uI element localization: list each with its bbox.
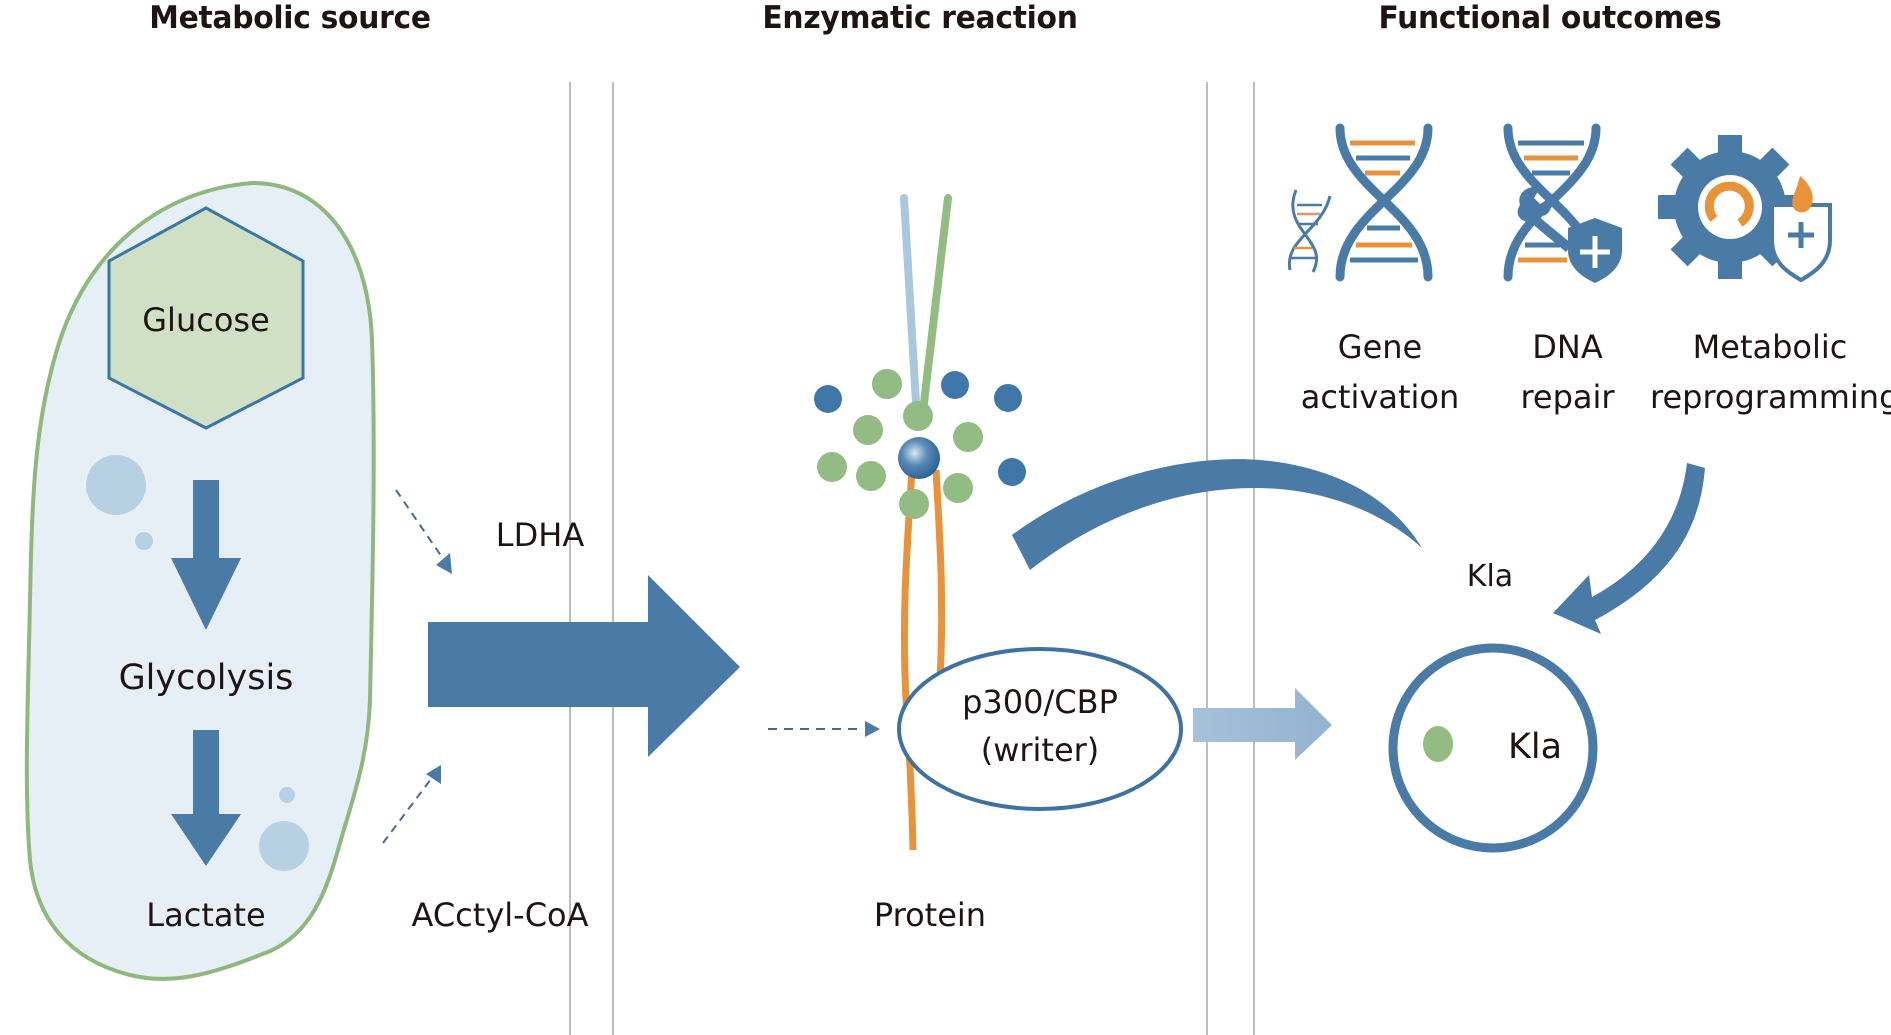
outcome-label-line1: Metabolic <box>1692 328 1848 366</box>
lactate-label: Lactate <box>146 896 266 934</box>
protein-strand <box>900 469 917 851</box>
kla-node-circle <box>1388 643 1598 853</box>
outcome-metabolic-reprogramming: Metabolic reprogramming <box>1650 322 1891 422</box>
outcome-label-line1: Gene <box>1337 328 1423 366</box>
main-flow-arrow <box>428 575 740 757</box>
column-title-enzymatic-reaction: Enzymatic reaction <box>762 0 1078 36</box>
gear-shield-icon <box>1658 135 1832 283</box>
outcome-label-line2: activation <box>1300 378 1460 416</box>
outcome-label-line1: DNA <box>1532 328 1603 366</box>
blue-dot <box>941 371 969 399</box>
kla-node-label: Kla <box>1507 727 1563 767</box>
kla-green-dot <box>1423 726 1453 762</box>
outcome-gene-activation: Gene activation <box>1290 322 1470 422</box>
green-dot <box>853 415 883 445</box>
arrow-down-icon <box>171 730 241 866</box>
flame-icon <box>1792 176 1813 213</box>
green-dot <box>856 461 886 491</box>
output-arrow <box>1193 688 1332 760</box>
arrowhead-icon <box>865 721 880 737</box>
green-dot <box>943 473 973 503</box>
histone-tail-blue <box>900 194 921 424</box>
lysine-ball <box>898 437 940 479</box>
green-dot <box>872 369 902 399</box>
outcome-curved-arrow <box>1553 463 1705 634</box>
outcome-label-line2: repair <box>1520 378 1615 416</box>
column-title-functional-outcomes: Functional outcomes <box>1378 0 1722 36</box>
blue-dot <box>998 458 1026 486</box>
dna-helix-icon <box>1287 123 1433 282</box>
bubble-icon <box>86 455 146 515</box>
bubble-icon <box>259 821 309 871</box>
green-dot <box>903 401 933 431</box>
wrench-icon <box>1517 186 1572 252</box>
green-dot <box>899 489 929 519</box>
nucleosome-cluster <box>814 369 1026 519</box>
writer-label-line2: (writer) <box>980 731 1100 769</box>
histone-tail-green <box>918 194 952 424</box>
arrow-down-icon <box>171 480 241 630</box>
blue-dot <box>814 385 842 413</box>
ldha-dashed-arrow <box>395 489 447 564</box>
glucose-hexagon <box>107 206 305 430</box>
arrowhead-icon <box>426 765 441 784</box>
column-title-metabolic-source: Metabolic source <box>149 0 431 36</box>
writer-label-line1: p300/CBP <box>962 683 1118 721</box>
glucose-label: Glucose <box>142 301 270 339</box>
kla-feedback-label: Kla <box>1440 558 1540 596</box>
acetyl-coa-label: ACctyl-CoA <box>411 896 589 934</box>
feedback-arc-arrow <box>1012 459 1422 570</box>
dna-repair-icon <box>1503 123 1622 283</box>
bubble-icon <box>135 532 153 550</box>
glycolysis-label: Glycolysis <box>118 658 294 698</box>
writer-ellipse <box>897 647 1183 811</box>
arrowhead-icon <box>436 553 452 574</box>
ldha-label: LDHA <box>495 516 585 554</box>
bubble-icon <box>279 787 295 803</box>
outcome-label-line2: reprogramming <box>1650 378 1891 416</box>
green-dot <box>817 452 847 482</box>
outcome-dna-repair: DNA repair <box>1495 322 1640 422</box>
protein-label: Protein <box>873 896 987 934</box>
blue-dot <box>994 384 1022 412</box>
protein-strand <box>932 469 946 681</box>
acetyl-dashed-arrow <box>382 774 435 844</box>
green-dot <box>953 422 983 452</box>
